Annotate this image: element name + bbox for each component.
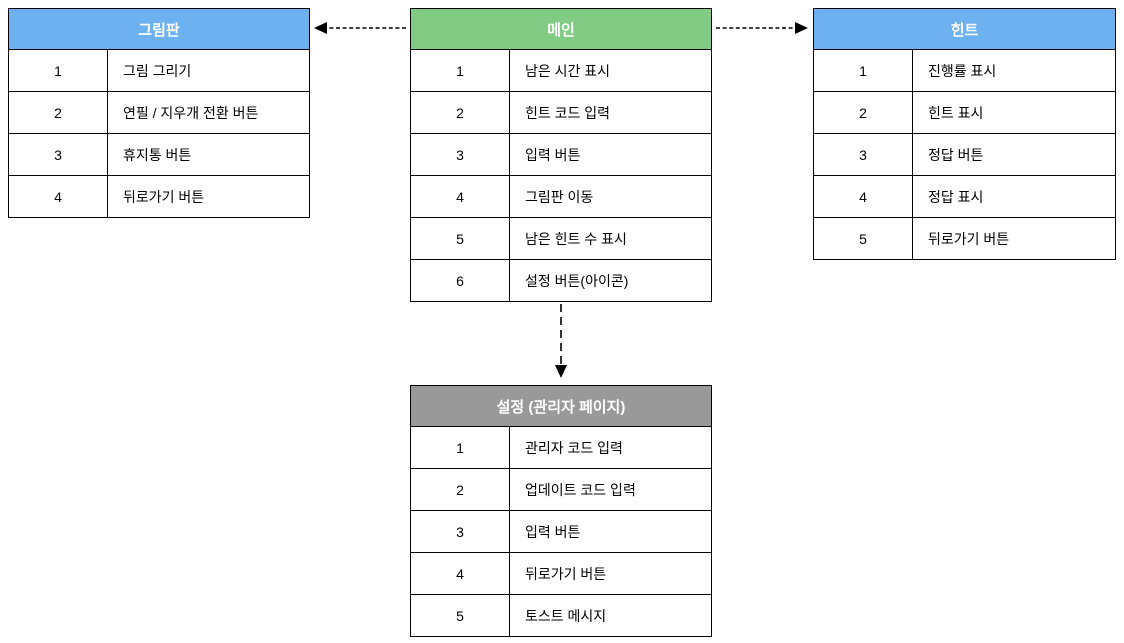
row-number-cell: 3 (814, 134, 913, 175)
row-label-cell: 정답 표시 (928, 188, 984, 205)
row-number-cell: 2 (9, 92, 108, 133)
row-label-cell: 입력 버튼 (525, 146, 581, 163)
table-row: 4 정답 표시 (814, 175, 1115, 217)
row-number-cell: 1 (411, 427, 510, 468)
table-row: 6 설정 버튼(아이콘) (411, 259, 711, 301)
row-number-cell: 4 (411, 553, 510, 594)
table-row: 1 그림 그리기 (9, 49, 309, 91)
row-number-cell: 4 (411, 176, 510, 217)
table-row: 2 힌트 코드 입력 (411, 91, 711, 133)
table-row: 4 그림판 이동 (411, 175, 711, 217)
hint-table-title: 힌트 (950, 21, 979, 39)
table-row: 1 남은 시간 표시 (411, 49, 711, 91)
row-label-cell: 휴지통 버튼 (123, 146, 192, 163)
row-label-cell: 설정 버튼(아이콘) (525, 272, 629, 289)
table-row: 3 입력 버튼 (411, 510, 711, 552)
row-label-cell: 업데이트 코드 입력 (525, 481, 636, 498)
table-row: 1 진행률 표시 (814, 49, 1115, 91)
row-number-cell: 5 (411, 595, 510, 636)
table-row: 2 업데이트 코드 입력 (411, 468, 711, 510)
row-label-cell: 뒤로가기 버튼 (525, 565, 607, 582)
row-label-cell: 힌트 코드 입력 (525, 104, 611, 121)
row-label-cell: 그림 그리기 (123, 62, 192, 79)
table-row: 4 뒤로가기 버튼 (9, 175, 309, 217)
table-row: 3 정답 버튼 (814, 133, 1115, 175)
row-label-cell: 힌트 표시 (928, 104, 984, 121)
paint-table-title: 그림판 (138, 21, 180, 39)
paint-table-header: 그림판 (9, 9, 309, 49)
table-row: 5 남은 힌트 수 표시 (411, 217, 711, 259)
row-label-cell: 남은 시간 표시 (525, 62, 611, 79)
hint-table-header: 힌트 (814, 9, 1115, 49)
row-label-cell: 그림판 이동 (525, 188, 594, 205)
row-label-cell: 남은 힌트 수 표시 (525, 230, 627, 247)
table-row: 3 입력 버튼 (411, 133, 711, 175)
settings-table-header: 설정 (관리자 페이지) (411, 386, 711, 426)
row-label-cell: 정답 버튼 (928, 146, 984, 163)
row-label-cell: 관리자 코드 입력 (525, 439, 623, 456)
row-number-cell: 5 (814, 218, 913, 259)
main-table: 메인 1 남은 시간 표시 2 힌트 코드 입력 3 입력 버튼 4 그림판 이… (410, 8, 712, 302)
row-label-cell: 뒤로가기 버튼 (928, 230, 1010, 247)
main-table-title: 메인 (547, 21, 575, 39)
table-row: 2 연필 / 지우개 전환 버튼 (9, 91, 309, 133)
row-number-cell: 2 (814, 92, 913, 133)
row-label-cell: 토스트 메시지 (525, 607, 607, 624)
arrow-main-to-hint (716, 22, 808, 34)
row-number-cell: 6 (411, 260, 510, 301)
table-row: 5 뒤로가기 버튼 (814, 217, 1115, 259)
row-number-cell: 1 (411, 50, 510, 91)
table-row: 2 힌트 표시 (814, 91, 1115, 133)
arrow-main-to-settings (555, 304, 567, 378)
row-number-cell: 4 (9, 176, 108, 217)
table-row: 4 뒤로가기 버튼 (411, 552, 711, 594)
row-number-cell: 1 (9, 50, 108, 91)
table-row: 5 토스트 메시지 (411, 594, 711, 636)
row-number-cell: 2 (411, 469, 510, 510)
row-label-cell: 뒤로가기 버튼 (123, 188, 205, 205)
row-number-cell: 3 (411, 134, 510, 175)
table-row: 3 휴지통 버튼 (9, 133, 309, 175)
row-number-cell: 4 (814, 176, 913, 217)
row-number-cell: 3 (411, 511, 510, 552)
settings-table: 설정 (관리자 페이지) 1 관리자 코드 입력 2 업데이트 코드 입력 3 … (410, 385, 712, 637)
hint-table: 힌트 1 진행률 표시 2 힌트 표시 3 정답 버튼 4 정답 표시 5 뒤로… (813, 8, 1116, 260)
paint-table: 그림판 1 그림 그리기 2 연필 / 지우개 전환 버튼 3 휴지통 버튼 4… (8, 8, 310, 218)
row-number-cell: 1 (814, 50, 913, 91)
row-number-cell: 5 (411, 218, 510, 259)
row-number-cell: 3 (9, 134, 108, 175)
row-label-cell: 입력 버튼 (525, 523, 581, 540)
row-label-cell: 진행률 표시 (928, 62, 997, 79)
arrow-main-to-paint (314, 22, 406, 34)
main-table-header: 메인 (411, 9, 711, 49)
row-number-cell: 2 (411, 92, 510, 133)
row-label-cell: 연필 / 지우개 전환 버튼 (123, 104, 259, 121)
table-row: 1 관리자 코드 입력 (411, 426, 711, 468)
settings-table-title: 설정 (관리자 페이지) (496, 398, 626, 416)
